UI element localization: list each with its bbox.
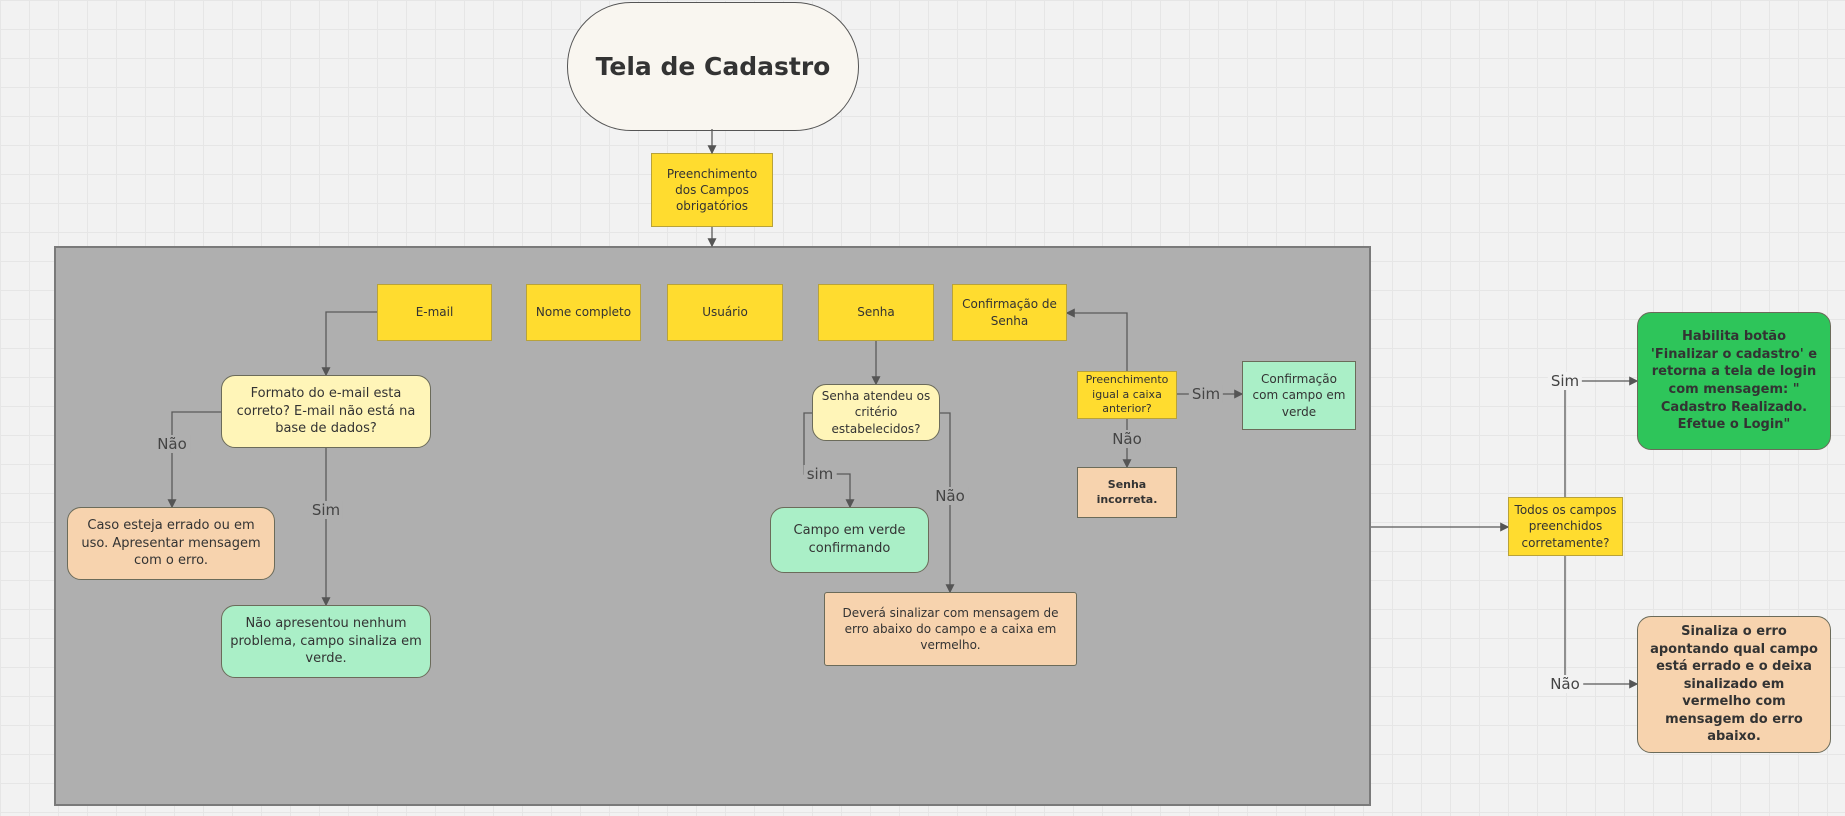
final-no-label: Não [1547,675,1583,693]
field-username[interactable]: Usuário [667,284,783,341]
success-result[interactable]: Habilita botão 'Finalizar o cadastro' e … [1637,312,1831,450]
connector [1564,376,1639,497]
password-error-result[interactable]: Deverá sinalizar com mensagem de erro ab… [824,592,1077,666]
email-check-decision[interactable]: Formato do e-mail esta correto? E-mail n… [221,375,431,448]
fill-required-fields-step[interactable]: Preenchimento dos Campos obrigatórios [651,153,773,227]
email-no-label: Não [154,435,190,453]
connector [1564,556,1639,689]
password-ok-result[interactable]: Campo em verde confirmando [770,507,929,573]
password-yes-label: sim [803,465,837,483]
connector [321,311,377,377]
confirm-ok-result[interactable]: Confirmação com campo em verde [1242,361,1356,430]
confirm-yes-label: Sim [1188,385,1224,403]
field-password[interactable]: Senha [818,284,934,341]
start-terminal[interactable]: Tela de Cadastro [567,2,859,131]
field-email[interactable]: E-mail [377,284,492,341]
confirm-error-result[interactable]: Senha incorreta. [1077,467,1177,518]
confirm-match-decision[interactable]: Preenchimento igual a caixa anterior? [1077,371,1177,419]
final-error-result[interactable]: Sinaliza o erro apontando qual campo est… [1637,616,1831,753]
password-no-label: Não [932,487,968,505]
confirm-no-label: Não [1109,430,1145,448]
field-password-confirmation[interactable]: Confirmação de Senha [952,284,1067,341]
email-yes-label: Sim [308,501,344,519]
field-full-name[interactable]: Nome completo [526,284,641,341]
connector [167,411,221,509]
final-yes-label: Sim [1547,372,1583,390]
password-criteria-decision[interactable]: Senha atendeu os critério estabelecidos? [812,384,940,441]
email-error-result[interactable]: Caso esteja errado ou em uso. Apresentar… [67,507,275,580]
email-ok-result[interactable]: Não apresentou nenhum problema, campo si… [221,605,431,678]
connector [1065,308,1128,371]
all-fields-valid-decision[interactable]: Todos os campos preenchidos corretamente… [1508,497,1623,556]
connector [940,412,955,594]
